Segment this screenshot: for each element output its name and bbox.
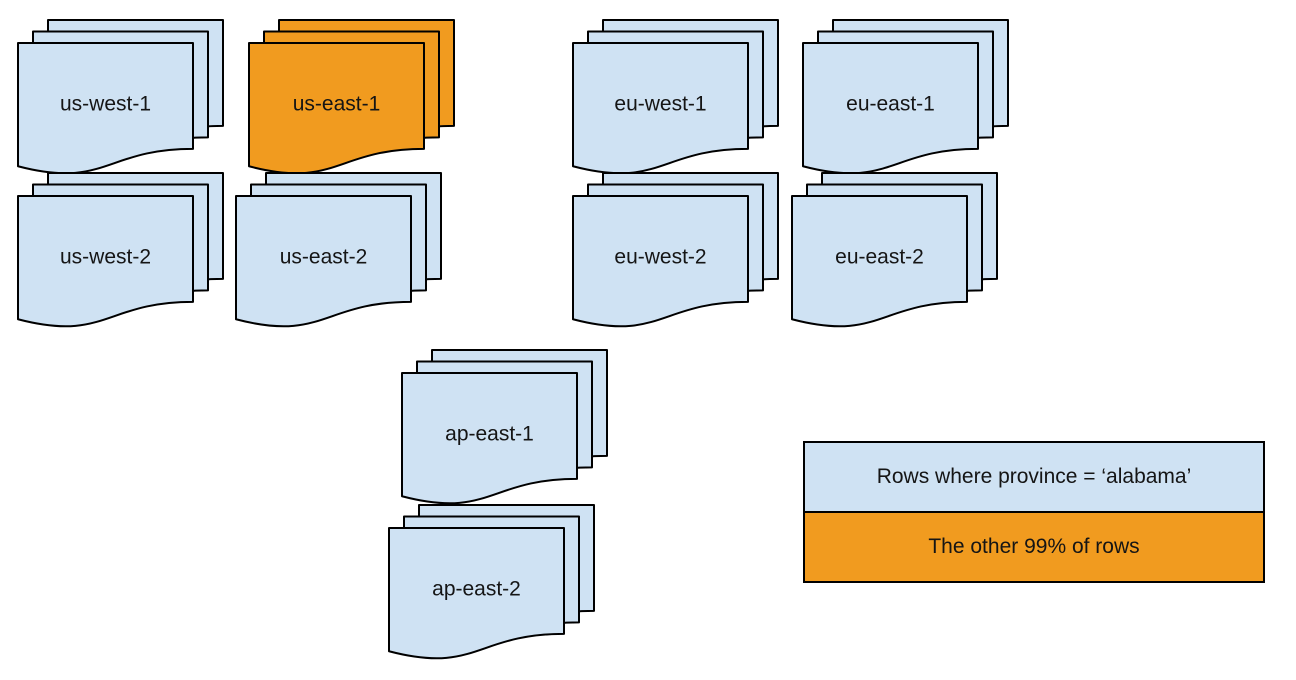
doc-stack-us-east-2: us-east-2 [235,172,442,328]
document-sheet [17,195,194,328]
stack-label: us-west-1 [60,93,151,116]
doc-stack-eu-west-2: eu-west-2 [572,172,779,328]
stack-label: us-east-1 [293,93,381,116]
legend-item-alabama-rows: Rows where province = ‘alabama’ [805,443,1263,513]
doc-stack-eu-east-2: eu-east-2 [791,172,998,328]
stack-label: eu-west-1 [614,93,706,116]
stack-label: ap-east-2 [432,578,521,601]
doc-stack-eu-west-1: eu-west-1 [572,19,779,175]
doc-stack-us-east-1: us-east-1 [248,19,455,175]
legend-item-alabama-rows-label: Rows where province = ‘alabama’ [876,465,1192,488]
document-sheet [17,42,194,175]
stack-label: eu-west-2 [614,246,706,269]
document-sheet [791,195,968,328]
document-sheet [572,195,749,328]
document-sheet [572,42,749,175]
document-sheet [235,195,412,328]
doc-stack-us-west-1: us-west-1 [17,19,224,175]
doc-stack-ap-east-2: ap-east-2 [388,504,595,660]
document-sheet [248,42,425,175]
stack-label: us-east-2 [280,246,368,269]
stack-label: us-west-2 [60,246,151,269]
doc-stack-ap-east-1: ap-east-1 [401,349,608,505]
legend-item-other-rows: The other 99% of rows [805,513,1263,581]
stack-label: eu-east-2 [835,246,924,269]
doc-stack-us-west-2: us-west-2 [17,172,224,328]
doc-stack-eu-east-1: eu-east-1 [802,19,1009,175]
legend-item-other-rows-label: The other 99% of rows [928,535,1140,558]
document-sheet [401,372,578,505]
document-sheet [802,42,979,175]
document-sheet [388,527,565,660]
stack-label: eu-east-1 [846,93,935,116]
legend: Rows where province = ‘alabama’ The othe… [803,441,1265,583]
stack-label: ap-east-1 [445,423,534,446]
